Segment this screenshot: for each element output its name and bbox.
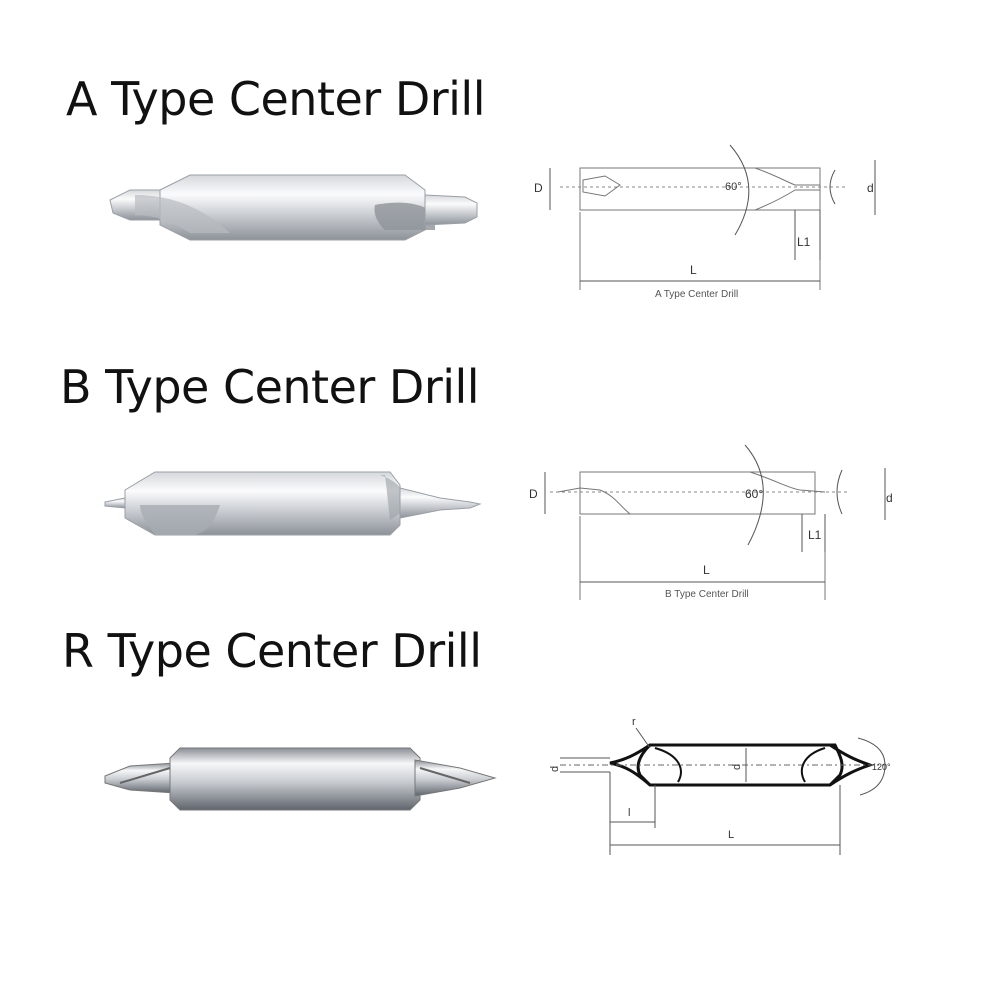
r-radius-label: r [632, 716, 636, 728]
r-d-small-label: d [549, 766, 561, 772]
r-l-label: l [628, 807, 630, 819]
b-type-drill-photo [104, 471, 482, 536]
a-drawing-caption: A Type Center Drill [655, 289, 738, 300]
section-b-title: B Type Center Drill [60, 360, 480, 414]
b-d-label: d [886, 491, 893, 505]
b-L-label: L [703, 563, 710, 577]
section-a-type: A Type Center Drill 60° [0, 0, 1000, 330]
b-L1-label: L1 [808, 528, 822, 542]
b-type-dimension-drawing: 60° D d L1 L B Type Center Drill [529, 444, 893, 600]
a-type-drill-photo [109, 174, 478, 241]
a-angle-label: 60° [725, 181, 742, 193]
section-b-type: B Type Center Drill 60° D d L1 [0, 340, 1000, 630]
r-type-drill-photo [104, 747, 497, 811]
section-r-title: R Type Center Drill [62, 624, 482, 678]
b-D-label: D [529, 487, 538, 501]
b-angle-label: 60° [745, 487, 763, 501]
a-L-label: L [690, 263, 697, 277]
a-d-label: d [867, 181, 874, 195]
r-type-dimension-drawing: r d d 120° l L [549, 716, 891, 855]
r-L-label: L [728, 829, 734, 841]
section-a-title: A Type Center Drill [66, 72, 486, 126]
r-angle-label: 120° [872, 762, 891, 772]
section-r-type: R Type Center Drill r d [0, 620, 1000, 880]
a-D-label: D [534, 181, 543, 195]
a-type-dimension-drawing: 60° D d L1 L A Type Center Drill [534, 144, 876, 300]
a-L1-label: L1 [797, 235, 811, 249]
r-d-large-label: d [731, 764, 743, 770]
b-drawing-caption: B Type Center Drill [665, 589, 749, 600]
